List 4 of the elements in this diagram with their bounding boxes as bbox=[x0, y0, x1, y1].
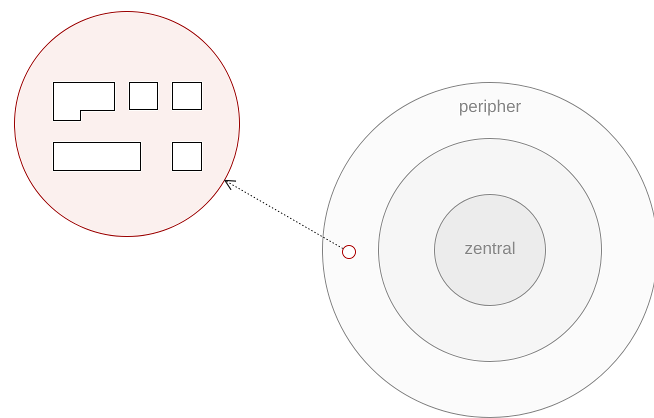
arrow bbox=[224, 180, 344, 249]
zone-label: peripher bbox=[458, 97, 522, 117]
zone-label: zentral bbox=[464, 239, 516, 259]
marker-circle bbox=[342, 245, 356, 259]
